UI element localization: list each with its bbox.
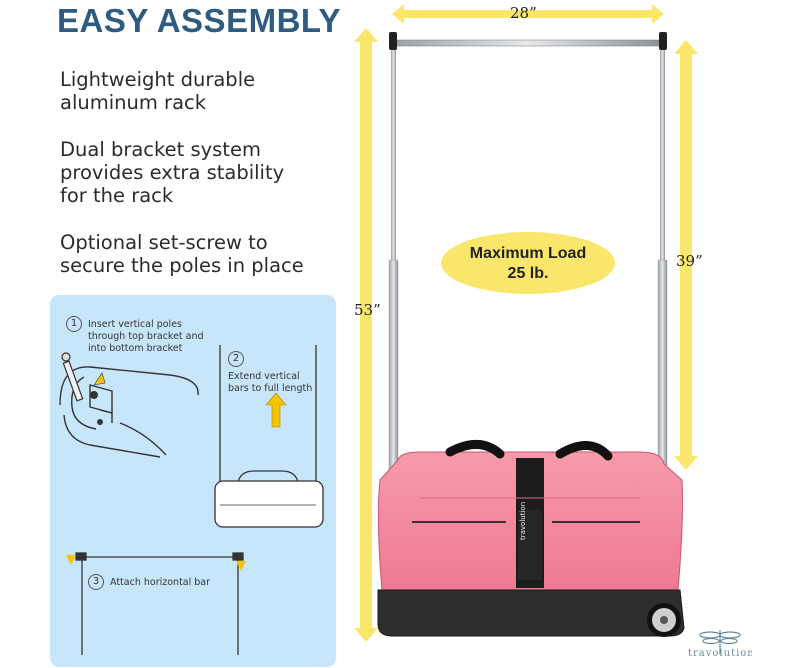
bracket-hole-lower [97, 419, 103, 425]
bag-handle-right [555, 441, 613, 461]
bag-handle-left [445, 440, 505, 459]
horizontal-bar-illustration [75, 552, 244, 655]
down-arrow-icon [236, 561, 246, 571]
extend-bag-illustration [214, 345, 324, 528]
load-value: 25 lb. [507, 265, 549, 282]
load-title: Maximum Load [469, 245, 587, 262]
pole-dimension-arrow [674, 40, 698, 470]
rack [388, 32, 668, 481]
down-arrow-icon [93, 372, 106, 386]
step-text-1: Insert vertical poles through top bracke… [88, 319, 204, 354]
up-arrow-icon [265, 392, 287, 428]
feature-set-screw: Optional set-screw to secure the poles i… [60, 231, 304, 277]
width-dimension-arrow [392, 4, 664, 24]
dragonfly-icon [699, 630, 741, 654]
feature-lightweight: Lightweight durable aluminum rack [60, 68, 256, 114]
down-arrow-icon [66, 555, 76, 565]
bracket-hole [90, 391, 98, 399]
bag-label: travolution [519, 501, 527, 540]
duffel-bag [377, 440, 685, 637]
width-dimension-label: 28” [510, 4, 537, 22]
pole-dimension-label: 39” [676, 252, 703, 270]
bag-base [377, 589, 685, 637]
feature-dual-bracket: Dual bracket system provides extra stabi… [60, 138, 285, 207]
brand-wordmark: travolution [688, 648, 752, 659]
instruction-illustrations [59, 345, 324, 655]
step-number-2: 2 [228, 351, 244, 367]
maximum-load-badge: Maximum Load 25 lb. [441, 232, 615, 294]
step-number-1: 1 [66, 316, 82, 332]
step-text-3: Attach horizontal bar [110, 577, 211, 588]
height-dimension-label: 53” [354, 301, 381, 319]
instruction-panel: 1 Insert vertical poles through top brac… [50, 295, 336, 667]
pole-illustration [61, 352, 84, 402]
bracket-illustration [59, 366, 199, 458]
page-title: EASY ASSEMBLY [57, 2, 342, 39]
height-dimension-arrow [354, 28, 378, 642]
step-text-2: Extend vertical bars to full length [228, 371, 313, 394]
step-number-3: 3 [88, 574, 104, 590]
